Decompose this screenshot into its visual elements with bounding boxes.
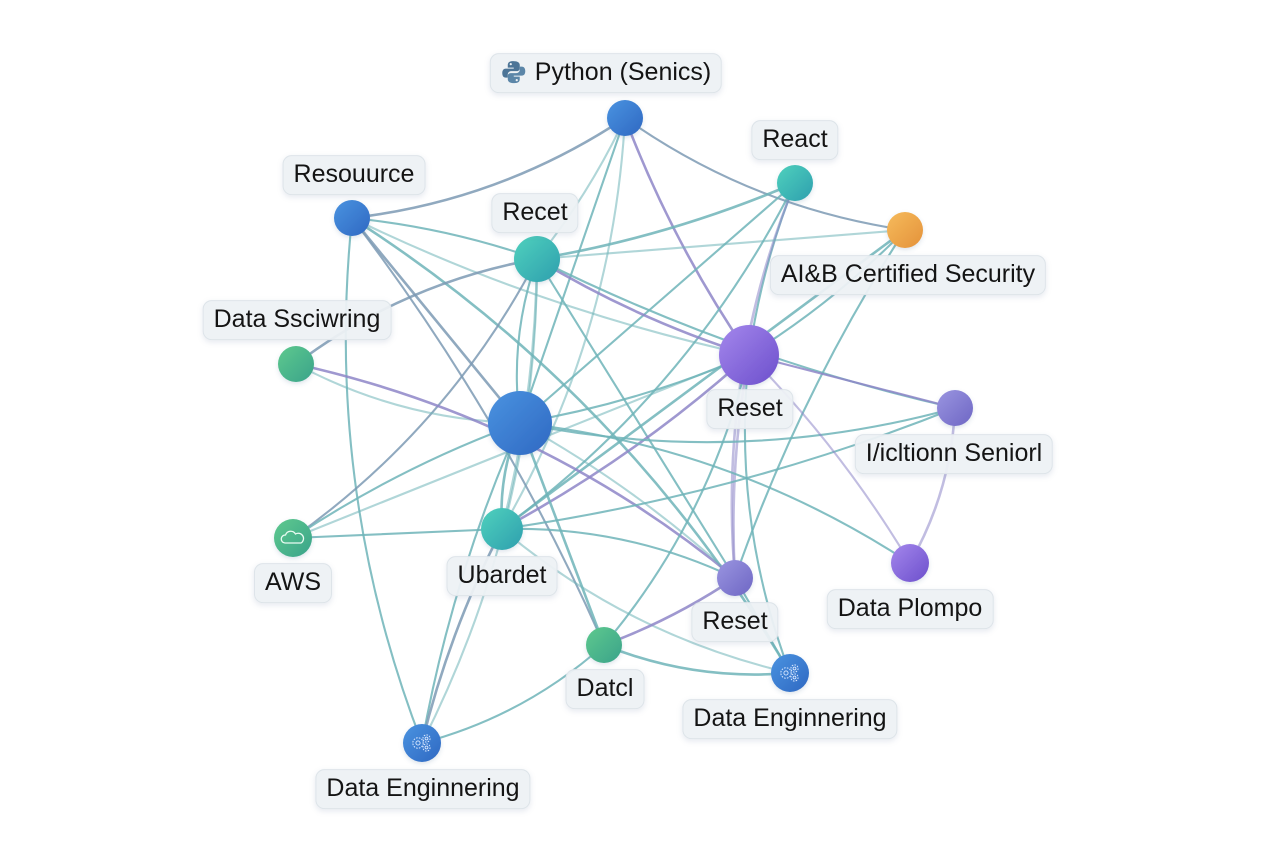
label-plompo: Data Plompo (826, 589, 994, 629)
node-reset2-circle[interactable] (717, 560, 753, 596)
edge-python-hub (518, 116, 627, 425)
node-ubardet-circle[interactable] (481, 508, 523, 550)
label-recet-text: Recet (502, 198, 568, 227)
edge-hub-icltionn (518, 406, 957, 444)
edge-react-ubardet (500, 181, 797, 531)
node-recet-circle[interactable] (514, 236, 560, 282)
label-icltionn-text: I/icltionn Seniorl (865, 439, 1043, 468)
node-de1[interactable] (771, 654, 809, 692)
label-resource: Resouurce (282, 155, 426, 195)
label-resource-text: Resouurce (293, 160, 415, 189)
node-aws-circle[interactable] (274, 519, 312, 557)
node-plompo-circle[interactable] (891, 544, 929, 582)
node-de2[interactable] (403, 724, 441, 762)
label-aws: AWS (253, 563, 333, 603)
gears-icon (780, 664, 799, 682)
node-datcl[interactable] (586, 627, 622, 663)
edge-react-recet (535, 181, 797, 261)
label-ubardet: Ubardet (446, 556, 558, 596)
edge-reset1-ubardet (500, 353, 751, 531)
label-python: Python (Senics) (489, 53, 723, 93)
node-de1-circle[interactable] (771, 654, 809, 692)
label-reset1-text: Reset (717, 394, 783, 423)
label-aib: AI&B Certified Security (769, 255, 1047, 295)
python-logo-icon (502, 61, 526, 84)
edge-python-aib (623, 116, 907, 232)
node-reset1-circle[interactable] (719, 325, 779, 385)
label-de2-text: Data Enginnering (326, 774, 520, 803)
node-datcl-circle[interactable] (586, 627, 622, 663)
label-plompo-text: Data Plompo (837, 594, 983, 623)
node-resource[interactable] (334, 200, 370, 236)
edge-datcl-de2 (420, 643, 606, 745)
node-sciwring[interactable] (278, 346, 314, 382)
label-react-text: React (762, 125, 828, 154)
node-icltionn[interactable] (937, 390, 973, 426)
node-hub-circle[interactable] (488, 391, 552, 455)
edge-recet-aib (535, 228, 907, 261)
edge-hub-reset2 (518, 421, 737, 580)
label-react: React (751, 120, 839, 160)
edge-aws-ubardet (291, 527, 504, 540)
edge-icltionn-plompo (908, 406, 957, 565)
label-aib-text: AI&B Certified Security (780, 260, 1036, 289)
label-python-text: Python (Senics) (534, 58, 712, 87)
edge-python-reset1 (623, 116, 751, 357)
label-sciwring: Data Ssciwring (202, 300, 392, 340)
node-react[interactable] (777, 165, 813, 201)
gears-icon (412, 734, 431, 752)
edges-layer (291, 116, 957, 745)
label-de2: Data Enginnering (315, 769, 531, 809)
node-reset2[interactable] (717, 560, 753, 596)
node-aib[interactable] (887, 212, 923, 248)
label-sciwring-text: Data Ssciwring (213, 305, 381, 334)
edge-icltionn-ubardet (500, 406, 957, 531)
edge-recet-reset2 (535, 257, 737, 580)
edge-python-ubardet (500, 116, 627, 531)
edge-resource-hub (350, 216, 522, 425)
label-datcl-text: Datcl (576, 674, 634, 703)
label-datcl: Datcl (565, 669, 645, 709)
node-hub[interactable] (488, 391, 552, 455)
node-react-circle[interactable] (777, 165, 813, 201)
label-reset2: Reset (691, 602, 779, 642)
edge-python-recet (535, 116, 627, 261)
node-reset1[interactable] (719, 325, 779, 385)
nodes-layer (274, 100, 973, 762)
label-icltionn: I/icltionn Seniorl (854, 434, 1054, 474)
edge-recet-sciwring (294, 257, 539, 366)
edge-ubardet-de2 (420, 527, 504, 745)
node-python[interactable] (607, 100, 643, 136)
label-reset1: Reset (706, 389, 794, 429)
node-resource-circle[interactable] (334, 200, 370, 236)
edge-recet-de2 (420, 257, 539, 745)
edge-plompo-reset1 (747, 353, 912, 565)
edge-resource-de2 (344, 216, 424, 745)
cloud-icon (280, 530, 305, 544)
node-icltionn-circle[interactable] (937, 390, 973, 426)
node-plompo[interactable] (891, 544, 929, 582)
node-de2-circle[interactable] (403, 724, 441, 762)
node-aws[interactable] (274, 519, 312, 557)
node-python-circle[interactable] (607, 100, 643, 136)
edge-ubardet-de1 (500, 527, 792, 675)
edge-datcl-de1 (602, 643, 792, 676)
node-sciwring-circle[interactable] (278, 346, 314, 382)
label-de1: Data Enginnering (682, 699, 898, 739)
edge-resource-de1 (350, 216, 792, 675)
edge-react-hub (518, 181, 797, 425)
label-de1-text: Data Enginnering (693, 704, 887, 733)
node-recet[interactable] (514, 236, 560, 282)
edge-resource-reset1 (350, 216, 751, 357)
edge-ubardet-reset2 (500, 527, 737, 580)
node-aib-circle[interactable] (887, 212, 923, 248)
label-ubardet-text: Ubardet (457, 561, 547, 590)
node-ubardet[interactable] (481, 508, 523, 550)
label-aws-text: AWS (264, 568, 322, 597)
label-reset2-text: Reset (702, 607, 768, 636)
edge-python-resource (350, 116, 627, 220)
edge-hub-plompo (518, 421, 912, 565)
label-recet: Recet (491, 193, 579, 233)
